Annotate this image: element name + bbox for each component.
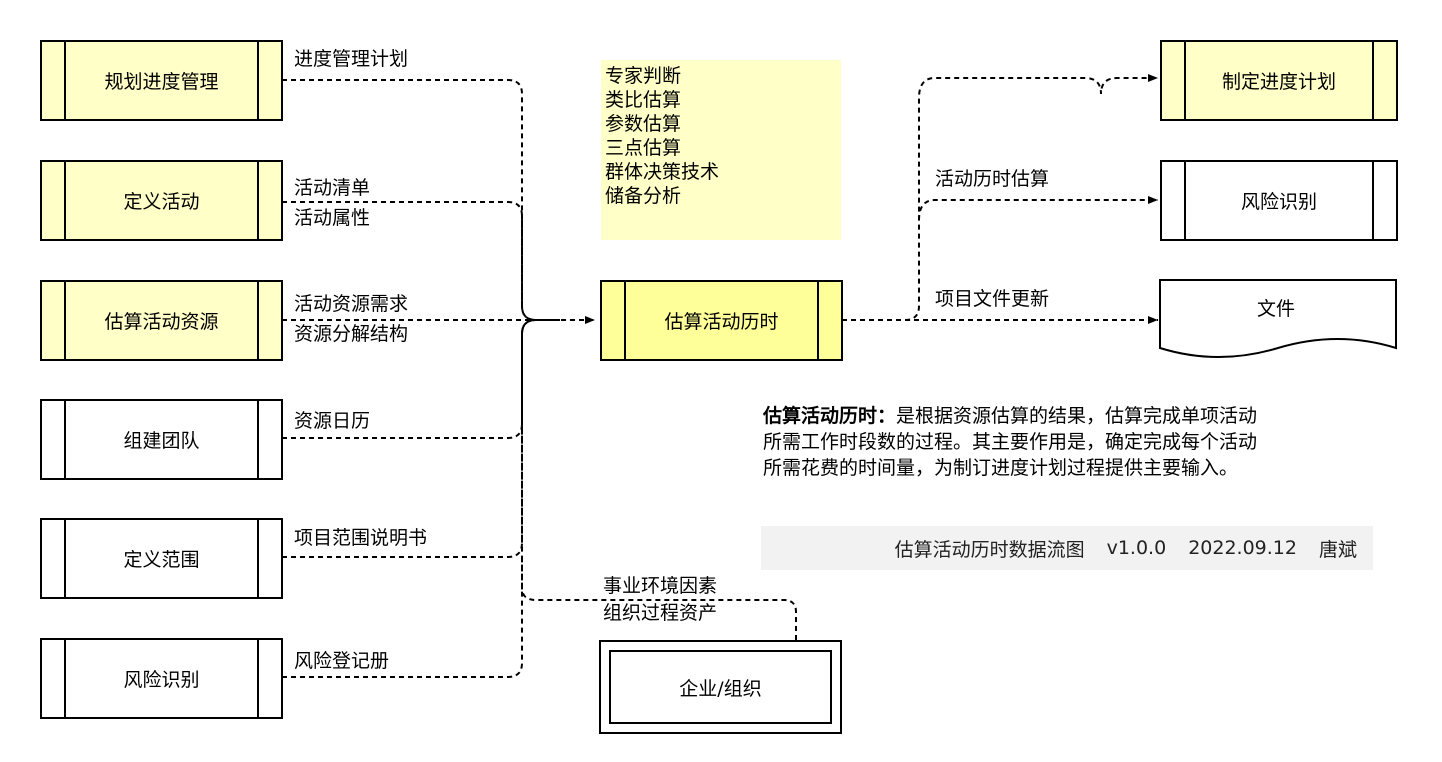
center-process-label: 估算活动历时 xyxy=(664,311,779,333)
footer-version: v1.0.0 xyxy=(1106,537,1167,559)
input-process-label: 规划进度管理 xyxy=(104,71,219,93)
flow-label-resource-requirements: 活动资源需求 xyxy=(294,293,409,315)
flow-label-eef: 事业环境因素 xyxy=(603,575,718,597)
diagram-footer: 估算活动历时数据流图 v1.0.0 2022.09.12 唐斌 xyxy=(761,526,1373,570)
organization-inner: 企业/组织 xyxy=(609,650,832,724)
footer-author: 唐斌 xyxy=(1318,538,1357,561)
flow-label-duration-estimates: 活动历时估算 xyxy=(935,168,1050,190)
input-process-label: 定义范围 xyxy=(123,549,200,571)
input-process-define-activities[interactable]: 定义活动 xyxy=(40,160,283,241)
connector-org xyxy=(521,560,797,640)
center-process[interactable]: 估算活动历时 xyxy=(600,280,843,361)
process-description: 估算活动历时：是根据资源估算的结果，估算完成单项活动 所需工作时段数的过程。其主… xyxy=(763,403,1363,481)
description-line: 所需工作时段数的过程。其主要作用是，确定完成每个活动 xyxy=(763,431,1258,453)
connector-define-activities xyxy=(282,201,537,321)
tool-item: 类比估算 xyxy=(605,89,682,111)
footer-title: 估算活动历时数据流图 xyxy=(894,538,1085,561)
flow-label-resource-calendar: 资源日历 xyxy=(294,410,371,432)
description-line: 所需花费的时间量，为制订进度计划过程提供主要输入。 xyxy=(763,457,1239,479)
flow-label-opa: 组织过程资产 xyxy=(603,602,718,624)
input-process-estimate-resources[interactable]: 估算活动资源 xyxy=(40,280,283,361)
connector-scope xyxy=(282,319,537,558)
tools-techniques-note: 专家判断 类比估算 参数估算 三点估算 群体决策技术 储备分析 xyxy=(601,60,841,240)
connector-risk xyxy=(282,319,537,678)
input-process-label: 定义活动 xyxy=(123,191,200,213)
flow-label-activity-attributes: 活动属性 xyxy=(294,207,371,229)
output-process-label: 制定进度计划 xyxy=(1221,71,1336,93)
input-process-define-scope[interactable]: 定义范围 xyxy=(40,518,283,599)
flow-label-schedule-plan: 进度管理计划 xyxy=(294,48,409,70)
tool-item: 专家判断 xyxy=(605,65,682,87)
flow-label-activity-list: 活动清单 xyxy=(294,177,371,199)
tool-item: 参数估算 xyxy=(605,113,682,135)
organization-label: 企业/组织 xyxy=(679,677,762,700)
flow-label-scope-statement: 项目范围说明书 xyxy=(294,527,428,549)
input-process-label: 组建团队 xyxy=(123,430,200,452)
footer-date: 2022.09.12 xyxy=(1188,537,1297,559)
flow-label-risk-register: 风险登记册 xyxy=(294,650,390,672)
output-process-label: 风险识别 xyxy=(1240,191,1317,213)
organization-entity[interactable]: 企业/组织 xyxy=(599,640,842,734)
description-line: 是根据资源估算的结果，估算完成单项活动 xyxy=(896,405,1258,427)
connector-plan xyxy=(282,79,560,321)
flow-label-doc-updates: 项目文件更新 xyxy=(935,288,1050,310)
input-process-label: 估算活动资源 xyxy=(104,311,219,333)
tool-item: 三点估算 xyxy=(605,137,682,159)
tool-item: 储备分析 xyxy=(605,185,682,207)
output-process-identify-risks[interactable]: 风险识别 xyxy=(1160,160,1398,241)
document-shape xyxy=(1159,279,1397,358)
input-process-identify-risks[interactable]: 风险识别 xyxy=(40,638,283,719)
input-process-build-team[interactable]: 组建团队 xyxy=(40,399,283,480)
input-process-label: 风险识别 xyxy=(123,669,200,691)
connector-to-schedule xyxy=(842,74,1158,321)
connector-to-risk xyxy=(918,196,1158,221)
description-title: 估算活动历时： xyxy=(763,405,897,427)
flow-label-rbs: 资源分解结构 xyxy=(294,323,409,345)
tool-item: 群体决策技术 xyxy=(605,161,720,183)
input-process-plan-schedule[interactable]: 规划进度管理 xyxy=(40,40,283,121)
output-document-label: 文件 xyxy=(1257,298,1296,320)
output-process-develop-schedule[interactable]: 制定进度计划 xyxy=(1160,40,1398,121)
